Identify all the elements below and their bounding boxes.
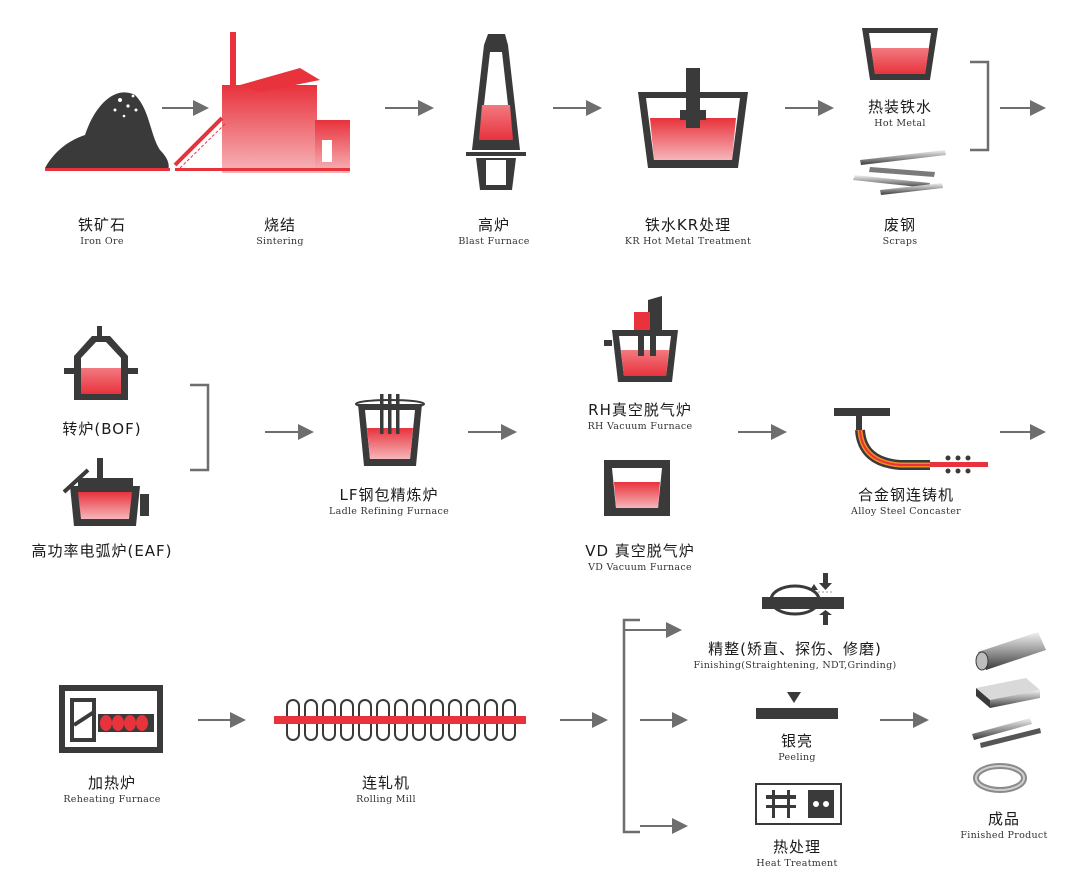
kr-treatment-icon bbox=[638, 68, 748, 168]
rolling-zh: 连轧机 bbox=[361, 774, 410, 792]
hot-metal-en: Hot Metal bbox=[874, 118, 926, 129]
concaster-en: Alloy Steel Concaster bbox=[851, 506, 961, 517]
label-peeling: 银亮 Peeling bbox=[778, 730, 816, 763]
vd-en: VD Vacuum Furnace bbox=[588, 562, 692, 573]
finishing-en: Finishing(Straightening, NDT,Grinding) bbox=[693, 660, 897, 671]
concaster-icon bbox=[834, 408, 988, 474]
rh-vacuum-icon bbox=[604, 296, 678, 382]
vd-zh: VD 真空脱气炉 bbox=[585, 542, 695, 560]
concaster-zh: 合金钢连铸机 bbox=[857, 486, 955, 504]
scraps-icon bbox=[853, 150, 946, 195]
heat-treatment-icon bbox=[755, 783, 842, 825]
label-concaster: 合金钢连铸机 Alloy Steel Concaster bbox=[851, 484, 961, 517]
branch-bracket bbox=[622, 618, 640, 834]
blast-furnace-zh: 高炉 bbox=[477, 216, 510, 234]
reheating-en: Reheating Furnace bbox=[63, 794, 161, 805]
rh-zh: RH真空脱气炉 bbox=[588, 401, 692, 419]
hot-metal-icon bbox=[862, 28, 938, 80]
heat-treatment-zh: 热处理 bbox=[772, 838, 821, 856]
rolling-en: Rolling Mill bbox=[356, 794, 416, 805]
rolling-bar bbox=[274, 716, 526, 724]
label-hot-metal: 热装铁水 Hot Metal bbox=[868, 96, 932, 129]
finishing-zh: 精整(矫直、探伤、修磨) bbox=[708, 640, 882, 658]
reheating-zh: 加热炉 bbox=[87, 774, 136, 792]
label-iron-ore: 铁矿石 Iron Ore bbox=[78, 214, 126, 247]
label-heat-treatment: 热处理 Heat Treatment bbox=[756, 836, 837, 869]
lf-ladle-icon bbox=[355, 394, 425, 466]
hot-metal-zh: 热装铁水 bbox=[867, 98, 933, 116]
label-finishing: 精整(矫直、探伤、修磨) Finishing(Straightening, ND… bbox=[694, 638, 897, 671]
label-finished: 成品 Finished Product bbox=[960, 808, 1047, 841]
bracket bbox=[970, 60, 990, 152]
finishing-icon bbox=[762, 573, 844, 625]
vd-vacuum-icon bbox=[604, 460, 670, 516]
kr-treatment-en: KR Hot Metal Treatment bbox=[624, 236, 752, 247]
bracket bbox=[190, 383, 210, 472]
label-vd: VD 真空脱气炉 VD Vacuum Furnace bbox=[585, 540, 695, 573]
bof-zh: 转炉(BOF) bbox=[62, 420, 142, 438]
label-eaf: 高功率电弧炉(EAF) bbox=[31, 540, 172, 561]
heat-treatment-en: Heat Treatment bbox=[756, 858, 838, 869]
label-blast-furnace: 高炉 Blast Furnace bbox=[458, 214, 529, 247]
iron-ore-zh: 铁矿石 bbox=[77, 216, 127, 234]
sintering-zh: 烧结 bbox=[263, 216, 296, 234]
label-bof: 转炉(BOF) bbox=[62, 418, 141, 439]
sintering-icon bbox=[173, 32, 350, 173]
label-kr-treatment: 铁水KR处理 KR Hot Metal Treatment bbox=[625, 214, 751, 247]
reheating-furnace-icon bbox=[59, 685, 163, 753]
kr-treatment-zh: 铁水KR处理 bbox=[644, 216, 732, 234]
eaf-zh: 高功率电弧炉(EAF) bbox=[31, 542, 173, 560]
finished-en: Finished Product bbox=[960, 830, 1048, 841]
finished-product-icon bbox=[972, 632, 1046, 793]
iron-ore-icon bbox=[45, 92, 170, 171]
rh-en: RH Vacuum Furnace bbox=[587, 421, 693, 432]
peeling-en: Peeling bbox=[778, 752, 816, 763]
peeling-icon bbox=[756, 692, 838, 719]
bof-icon bbox=[64, 326, 138, 400]
finished-zh: 成品 bbox=[987, 810, 1021, 828]
label-sintering: 烧结 Sintering bbox=[256, 214, 304, 247]
label-rolling: 连轧机 Rolling Mill bbox=[356, 772, 416, 805]
blast-furnace-en: Blast Furnace bbox=[458, 236, 530, 247]
eaf-icon bbox=[62, 458, 149, 526]
label-scraps: 废钢 Scraps bbox=[883, 214, 918, 247]
sintering-en: Sintering bbox=[256, 236, 304, 247]
lf-en: Ladle Refining Furnace bbox=[328, 506, 450, 517]
scraps-en: Scraps bbox=[882, 236, 918, 247]
label-reheating: 加热炉 Reheating Furnace bbox=[63, 772, 160, 805]
iron-ore-en: Iron Ore bbox=[80, 236, 124, 247]
scraps-zh: 废钢 bbox=[883, 216, 917, 234]
peeling-zh: 银亮 bbox=[780, 732, 813, 750]
lf-zh: LF钢包精炼炉 bbox=[339, 486, 439, 504]
blast-furnace-icon bbox=[466, 34, 526, 190]
label-lf: LF钢包精炼炉 Ladle Refining Furnace bbox=[329, 484, 449, 517]
label-rh: RH真空脱气炉 RH Vacuum Furnace bbox=[588, 399, 693, 432]
